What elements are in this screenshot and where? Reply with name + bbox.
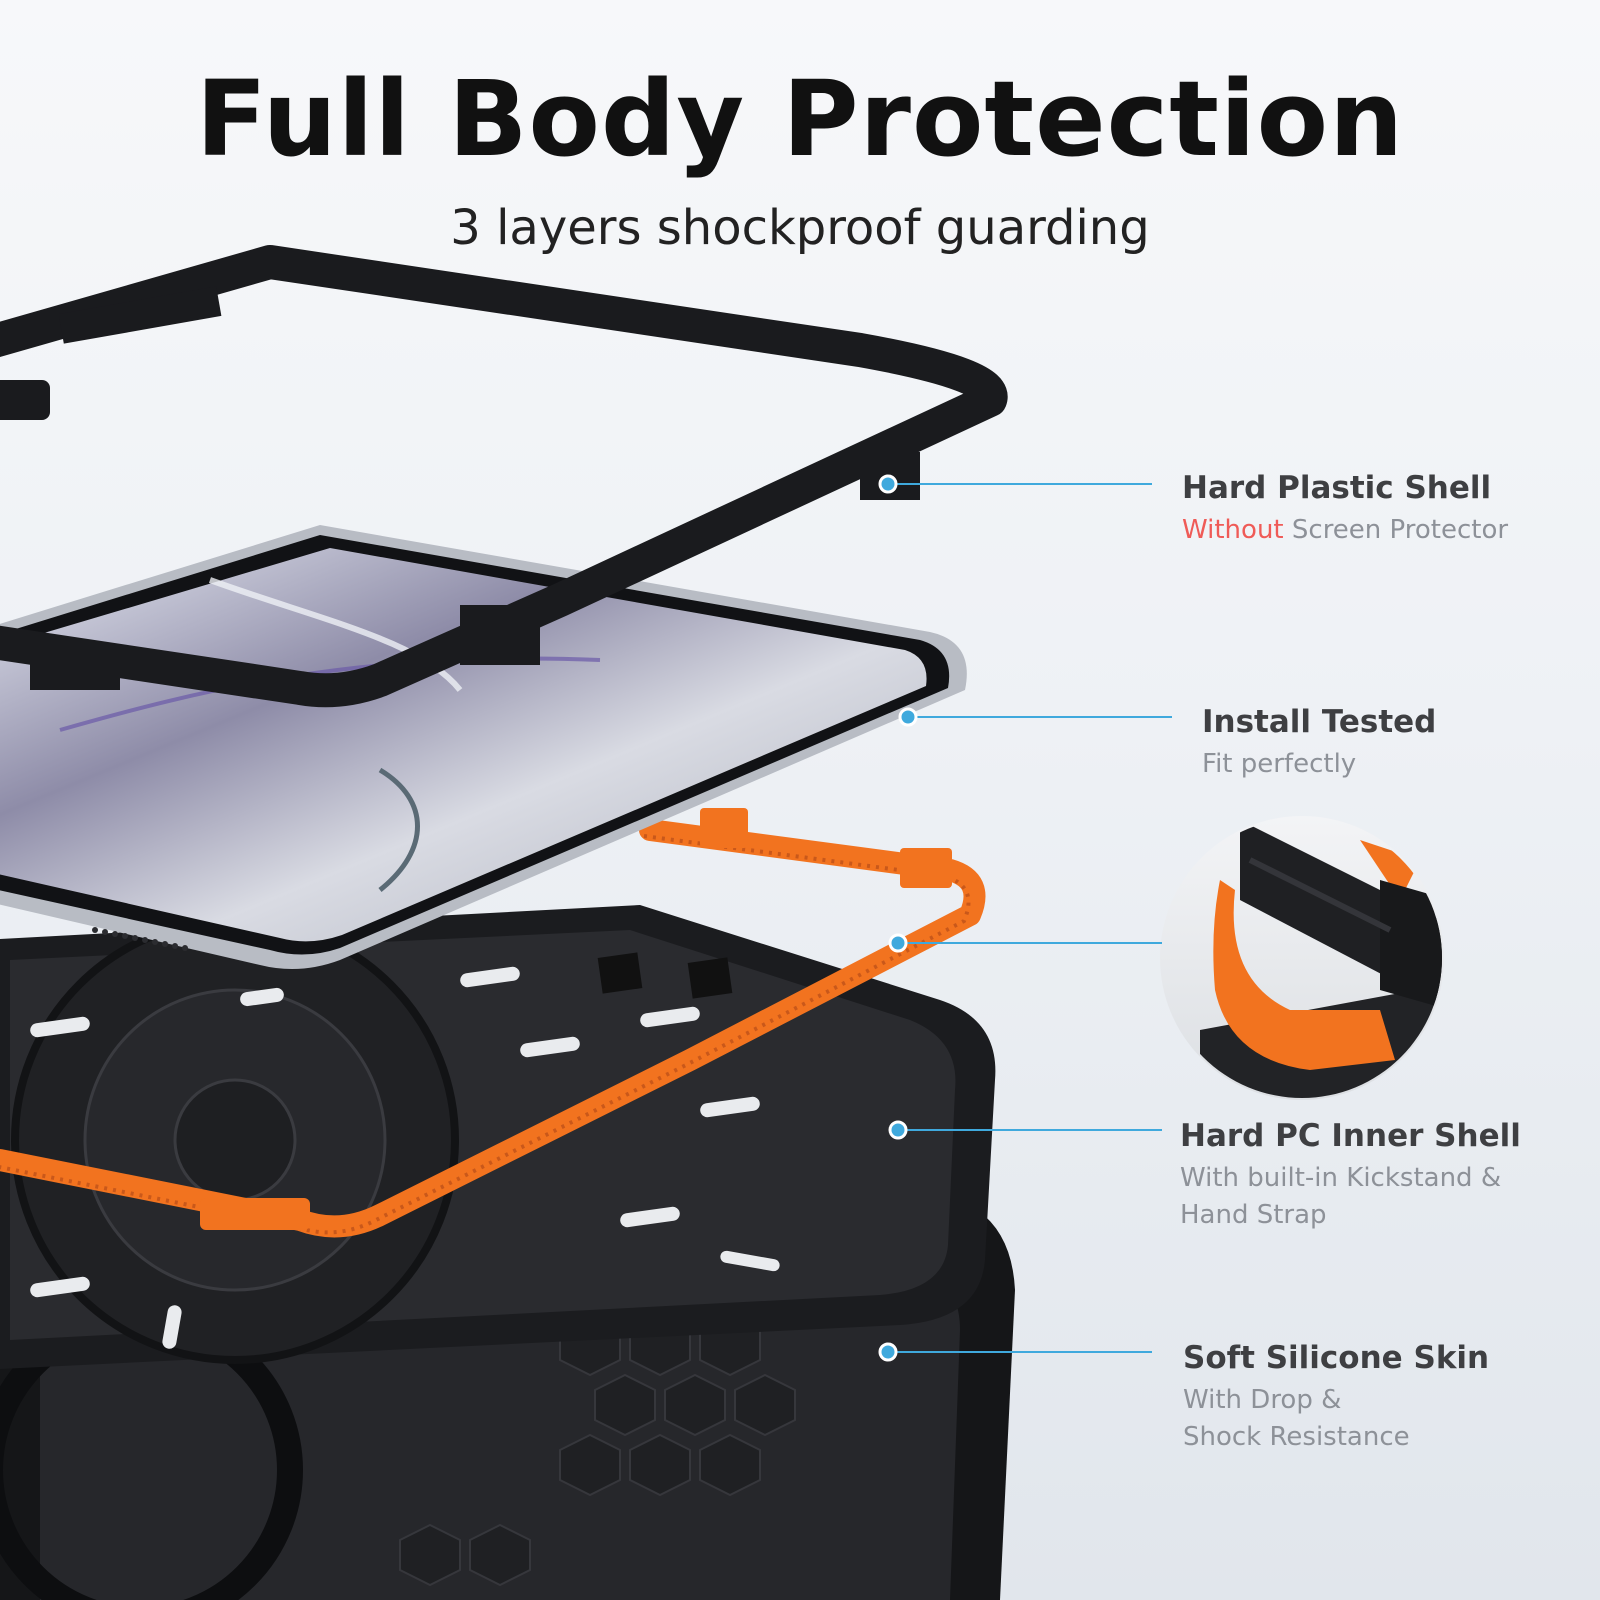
leader-lines [878,474,1172,1362]
callout-highlight: Without [1182,515,1284,545]
callout-text: Screen Protector [1283,515,1509,545]
tablet-device [0,525,967,969]
callout-description: Fit perfectly [1202,749,1357,779]
callout-description: With Drop & Shock Resistance [1183,1382,1489,1456]
callout-install-tested: Install Tested Fit perfectly [1202,704,1436,783]
callout-line: Shock Resistance [1183,1422,1410,1452]
page-subtitle: 3 layers shockproof guarding [450,200,1150,256]
callout-line: Hand Strap [1180,1200,1327,1230]
callout-heading: Hard Plastic Shell [1182,470,1492,506]
callout-hard-plastic-shell: Hard Plastic Shell Without Screen Protec… [1182,470,1508,549]
orange-bumper-layer [0,808,986,1238]
page-title: Full Body Protection [195,58,1405,180]
callout-heading: Install Tested [1202,704,1437,740]
callout-description: Without Screen Protector [1182,512,1508,549]
callout-line: With Drop & [1183,1385,1342,1415]
callout-hard-pc-inner-shell: Hard PC Inner Shell With built-in Kickst… [1180,1118,1521,1234]
plastic-shell-layer [0,245,1008,708]
zoom-detail-circle [1160,816,1444,1100]
callout-line: With built-in Kickstand & [1180,1163,1502,1193]
callout-heading: Soft Silicone Skin [1183,1340,1490,1376]
callout-soft-silicone-skin: Soft Silicone Skin With Drop & Shock Res… [1183,1340,1489,1456]
callout-description: With built-in Kickstand & Hand Strap [1180,1160,1521,1234]
callout-heading: Hard PC Inner Shell [1180,1118,1521,1154]
